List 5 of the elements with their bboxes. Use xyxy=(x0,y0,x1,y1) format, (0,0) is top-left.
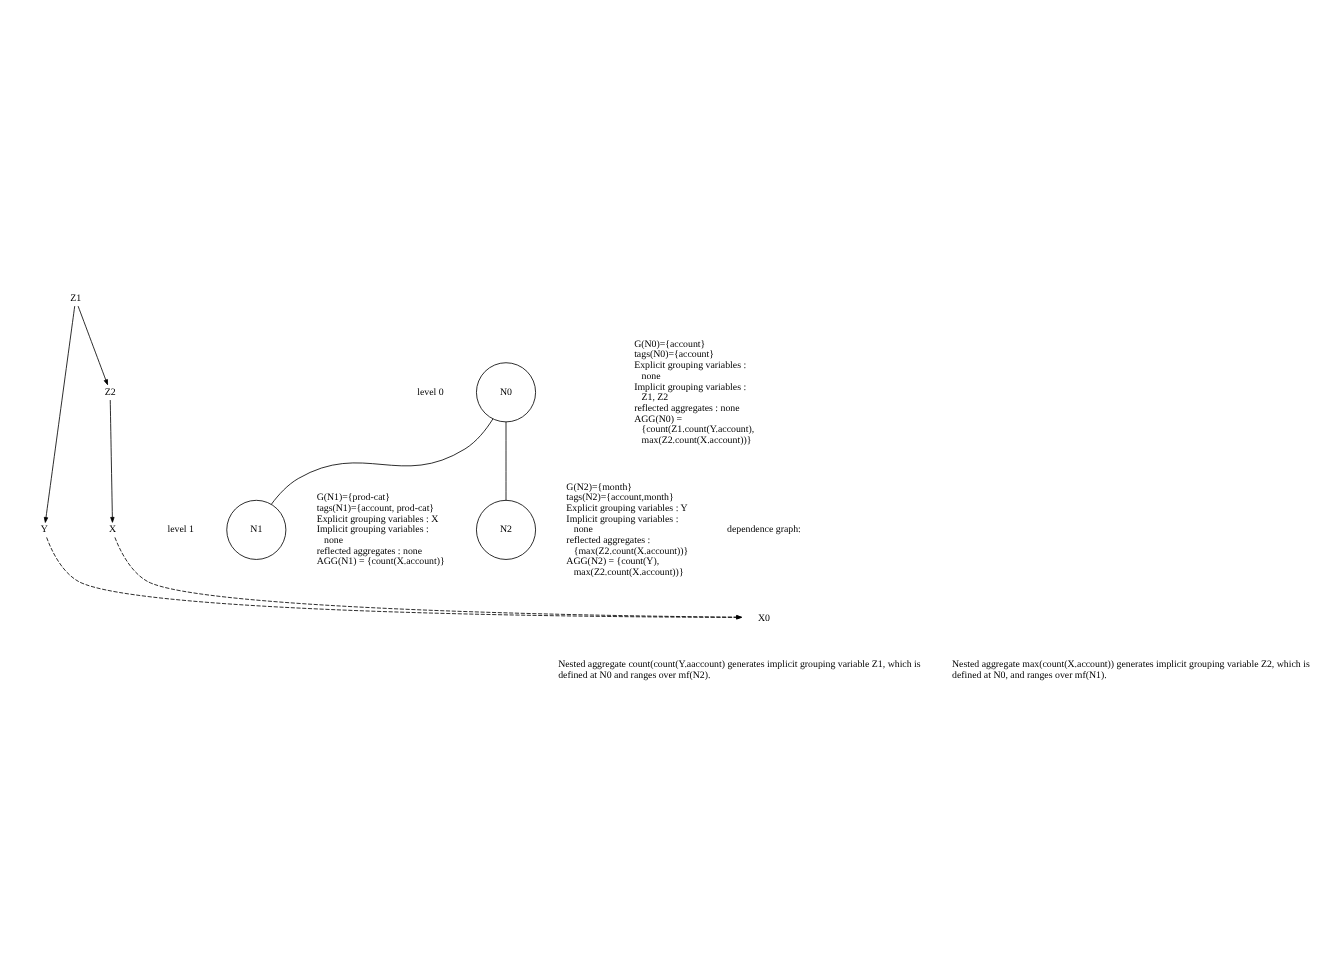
connector xyxy=(271,418,494,505)
arrow xyxy=(77,305,108,386)
arrow xyxy=(43,305,76,523)
arrow xyxy=(109,399,115,523)
connector xyxy=(505,421,507,501)
